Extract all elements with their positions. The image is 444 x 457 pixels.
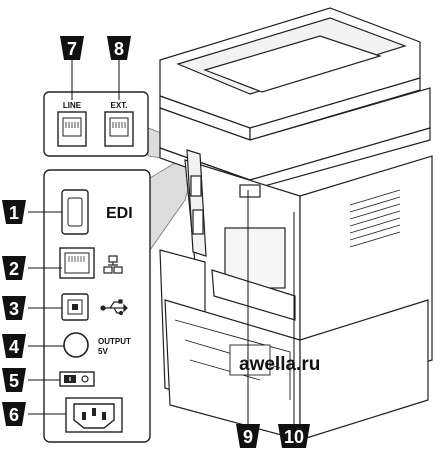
svg-text:8: 8 [114,39,124,59]
svg-text:6: 6 [9,405,19,425]
callout-1: 1 [2,200,26,224]
svg-text:5: 5 [9,371,19,391]
svg-text:7: 7 [67,39,77,59]
ext-port-label: EXT. [111,101,128,110]
callout-9: 9 [236,424,260,448]
output-label-line2: 5V [98,347,108,356]
usb-port [61,293,89,321]
callout-4: 4 [2,334,26,358]
power-switch-icon [59,371,95,387]
callout-10: 10 [278,424,310,448]
svg-text:1: 1 [9,203,19,223]
callout-2: 2 [2,256,26,280]
svg-text:4: 4 [9,337,19,357]
svg-text:3: 3 [9,299,19,319]
svg-text:10: 10 [284,427,304,447]
power-socket-icon [65,397,123,433]
callout-7: 7 [60,36,84,60]
callout-8: 8 [107,36,131,60]
line-port [57,111,87,147]
svg-text:9: 9 [243,427,253,447]
usb-icon [100,299,128,316]
callout-5: 5 [2,368,26,392]
svg-text:2: 2 [9,259,19,279]
output-5v-jack-icon [63,332,89,358]
side-leaders [28,211,66,415]
edi-label: EDI [106,205,133,222]
watermark-text: awella.ru [239,354,320,375]
line-port-label: LINE [63,101,82,110]
ext-port [104,111,134,147]
callout-3: 3 [2,296,26,320]
edi-slot-icon [61,189,89,235]
network-icon [103,255,123,274]
printer-illustration [159,7,433,441]
callout-6: 6 [2,402,26,426]
network-port [59,247,95,279]
output-label-line1: OUTPUT [98,337,131,346]
